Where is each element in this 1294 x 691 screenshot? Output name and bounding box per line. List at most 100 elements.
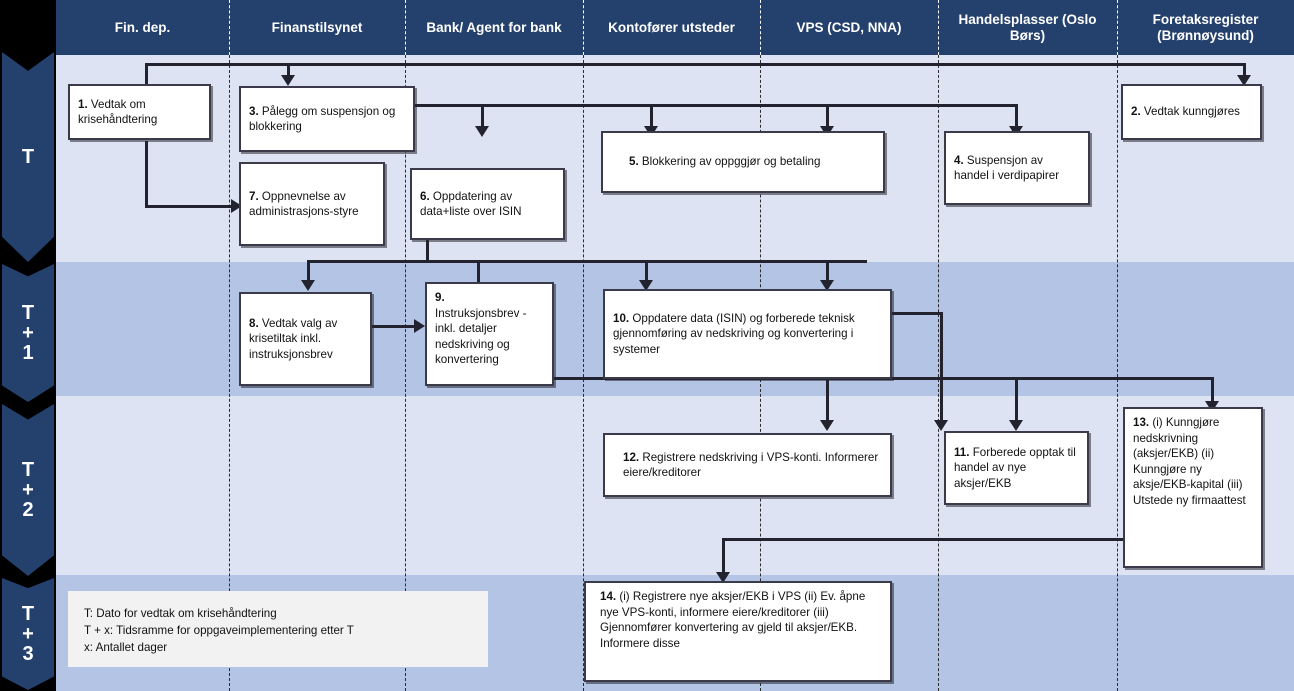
process-box-2-text: Vedtak kunngjøres — [1143, 105, 1240, 119]
arrowhead-to-10a — [639, 280, 653, 291]
timeline-step-t1: T+1 — [2, 264, 54, 402]
process-box-3[interactable]: 3. Pålegg om suspensjon og blokkering — [239, 86, 415, 152]
column-divider-3 — [583, 55, 584, 691]
header-divider-5 — [938, 0, 939, 55]
legend-line-1: T: Dato for vedtak om krisehåndtering — [84, 607, 277, 620]
process-box-4-num: 4. — [954, 153, 964, 167]
process-box-5[interactable]: 5. Blokkering av oppggjør og betaling — [601, 131, 885, 193]
connector-1-to-7-v — [145, 141, 148, 207]
process-box-12[interactable]: 12. Registrere nedskriving i VPS-konti. … — [603, 433, 892, 497]
process-box-11-num: 11. — [954, 445, 970, 459]
process-box-2[interactable]: 2. Vedtak kunngjøres — [1121, 84, 1262, 140]
column-header-ftilsyn: Finanstilsynet — [229, 0, 405, 55]
connector-rail-to-5a — [650, 104, 653, 128]
connector-8-to-9 — [372, 325, 417, 328]
arrowhead-to-11a — [934, 420, 948, 431]
process-box-7-text: Oppnevnelse av administrasjons-styre — [249, 189, 359, 219]
connector-3-rail — [401, 104, 1017, 107]
connector-top-rail — [145, 63, 1245, 66]
header-divider-1 — [229, 0, 230, 55]
process-box-9-text: Instruksjonsbrev - inkl. detaljer nedskr… — [435, 306, 527, 367]
process-box-10[interactable]: 10. Oppdatere data (ISIN) og forberede t… — [603, 289, 892, 379]
process-box-14-text: (i) Registrere nye aksjer/EKB i VPS (ii)… — [600, 590, 866, 650]
timeline-step-t2: T+2 — [2, 404, 54, 576]
process-box-7-num: 7. — [249, 189, 259, 203]
arrowhead-to-14 — [716, 572, 730, 583]
connector-1-to-7-h — [145, 205, 233, 208]
header-divider-2 — [405, 0, 406, 55]
arrowhead-to-10b — [820, 280, 834, 291]
connector-rail-to-2 — [1243, 63, 1246, 77]
column-header-handel: Handelsplasser (Oslo Børs) — [938, 0, 1117, 55]
connector-rail-to-10b — [826, 260, 829, 282]
process-box-10-num: 10. — [613, 311, 630, 325]
connector-1-up — [145, 63, 148, 85]
process-box-8[interactable]: 8. Vedtak valg av krisetiltak inkl. inst… — [239, 292, 372, 386]
process-box-11[interactable]: 11. Forberede opptak til handel av nye a… — [944, 431, 1089, 505]
process-box-4-text: Suspensjon av handel i verdipapirer — [954, 153, 1060, 183]
process-box-6[interactable]: 6. Oppdatering av data+liste over ISIN — [410, 168, 565, 240]
column-divider-5 — [938, 55, 939, 691]
timeline-step-t: T — [2, 52, 54, 262]
connector-10-to-12 — [826, 378, 829, 422]
process-box-8-num: 8. — [249, 316, 259, 330]
connector-13-to-14-v — [722, 538, 725, 574]
process-box-10-text: Oppdatere data (ISIN) og forberede tekni… — [613, 311, 855, 356]
process-box-13[interactable]: 13. (i) Kunngjøre nedskrivning (aksjer/E… — [1123, 407, 1263, 568]
column-divider-6 — [1117, 55, 1118, 691]
header-divider-4 — [760, 0, 761, 55]
process-box-14[interactable]: 14. (i) Registrere nye aksjer/EKB i VPS … — [584, 581, 892, 682]
process-box-13-text: (i) Kunngjøre nedskrivning (aksjer/EKB) … — [1133, 416, 1246, 507]
arrowhead-to-6 — [475, 126, 489, 137]
timeline-step-t1-label: T+1 — [21, 302, 35, 364]
column-header-kontofor: Kontofører utsteder — [583, 0, 760, 55]
arrowhead-to-13 — [1205, 401, 1219, 412]
timeline-step-t3: T+3 — [2, 578, 54, 690]
column-header-kontofor-label: Kontofører utsteder — [608, 19, 735, 35]
process-box-9[interactable]: 9. Instruksjonsbrev - inkl. detaljer ned… — [425, 282, 554, 386]
connector-10-right — [892, 312, 942, 315]
legend-line-2: T + x: Tidsramme for oppgaveimplementeri… — [84, 624, 354, 637]
process-box-13-num: 13. — [1133, 416, 1150, 429]
connector-rail-to-13 — [1211, 377, 1214, 403]
connector-rail-to-9 — [477, 260, 480, 282]
timeline-step-t-label: T — [21, 146, 35, 168]
process-box-1[interactable]: 1. Vedtak om krisehåndtering — [68, 84, 211, 140]
process-box-2-num: 2. — [1131, 105, 1141, 119]
arrowhead-to-2 — [1237, 75, 1251, 86]
process-box-11-text: Forberede opptak til handel av nye aksje… — [954, 445, 1076, 490]
connector-10-to-11b — [1015, 378, 1018, 422]
process-box-1-text: Vedtak om krisehåndtering — [78, 97, 158, 127]
column-header-handel-label: Handelsplasser (Oslo Børs) — [958, 11, 1097, 43]
column-divider-1 — [229, 55, 230, 691]
process-box-12-text: Registrere nedskriving i VPS-konti. Info… — [623, 450, 879, 480]
connector-rail-to-4 — [1015, 104, 1018, 128]
swimlane-grid: Fin. dep. Finanstilsynet Bank/ Agent for… — [56, 0, 1294, 691]
process-box-3-num: 3. — [249, 104, 259, 118]
process-box-4[interactable]: 4. Suspensjon av handel i verdipapirer — [944, 131, 1090, 205]
connector-rail-to-5b — [826, 104, 829, 128]
column-header-findep: Fin. dep. — [56, 0, 229, 55]
connector-mid-rail — [307, 260, 867, 263]
arrowhead-to-9 — [414, 319, 425, 333]
process-box-12-num: 12. — [623, 450, 640, 464]
process-box-14-num: 14. — [600, 590, 617, 603]
connector-rail-to-3 — [287, 63, 290, 77]
column-header-vps-label: VPS (CSD, NNA) — [796, 19, 902, 35]
connector-10-to-11a — [940, 312, 943, 422]
connector-13-to-14-h — [722, 538, 1181, 541]
column-header-foretak-label: Foretaksregister (Brønnøysund) — [1152, 11, 1259, 43]
column-header-vps: VPS (CSD, NNA) — [760, 0, 938, 55]
process-box-3-text: Pålegg om suspensjon og blokkering — [249, 104, 396, 134]
legend-box: T: Dato for vedtak om krisehåndtering T … — [68, 591, 488, 667]
process-box-7[interactable]: 7. Oppnevnelse av administrasjons-styre — [239, 162, 385, 246]
process-box-6-num: 6. — [420, 189, 430, 203]
process-box-1-num: 1. — [78, 97, 88, 111]
timeline-step-t2-label: T+2 — [21, 459, 35, 521]
connector-rail-to-8 — [307, 260, 310, 282]
header-divider-3 — [583, 0, 584, 55]
column-header-ftilsyn-label: Finanstilsynet — [271, 19, 363, 35]
timeline-step-t3-label: T+3 — [21, 603, 35, 665]
timeline-column: T T+1 T+2 T+3 — [0, 0, 56, 691]
